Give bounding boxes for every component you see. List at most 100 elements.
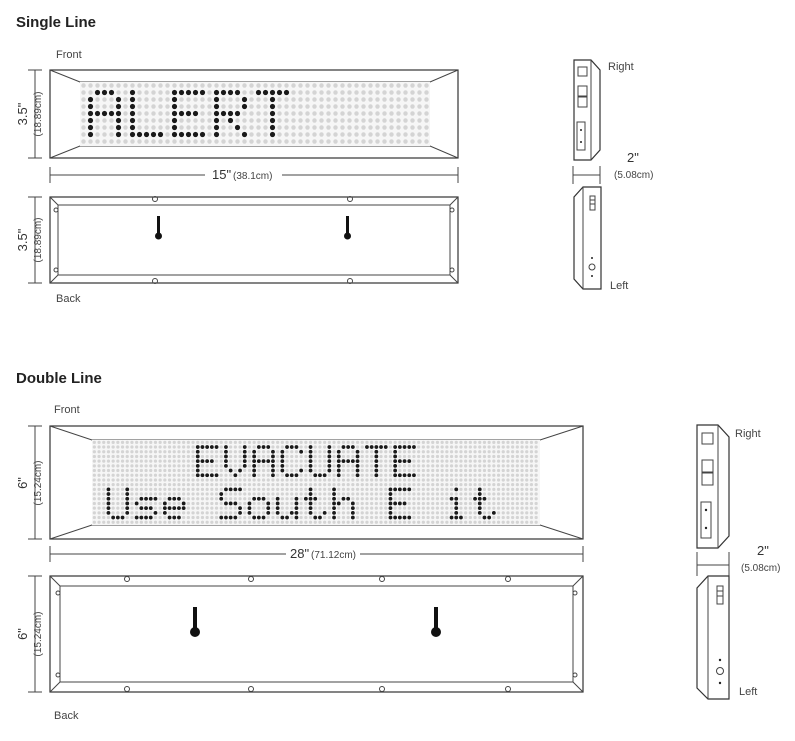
led-dot-off — [318, 520, 322, 524]
led-dot-off — [327, 520, 331, 524]
led-dot-off — [111, 478, 115, 482]
led-dot-off — [360, 511, 364, 515]
led-dot-off — [534, 511, 538, 515]
led-dot-off — [196, 497, 200, 501]
led-dot-off — [285, 450, 289, 454]
led-dot-off — [333, 83, 338, 88]
led-dot-off — [515, 487, 519, 491]
double-height-dimension-front: 6" (15.24cm) — [15, 425, 44, 540]
led-dot-off — [459, 468, 463, 473]
led-dot-off — [238, 515, 242, 520]
led-dot-lit — [322, 510, 327, 515]
led-dot-lit — [289, 473, 294, 478]
led-dot-off — [318, 506, 322, 510]
led-dot-lit — [106, 496, 111, 501]
led-dot-lit — [477, 487, 482, 492]
led-dot-off — [407, 478, 411, 482]
led-dot-off — [417, 511, 421, 515]
led-dot-lit — [397, 445, 402, 449]
led-dot-off — [111, 511, 115, 515]
led-dot-lit — [336, 449, 341, 454]
led-dot-off — [242, 111, 247, 116]
led-dot-off — [360, 515, 364, 520]
led-dot-lit — [369, 445, 374, 449]
led-dot-off — [238, 464, 242, 468]
led-dot-off — [410, 90, 415, 95]
led-dot-off — [407, 483, 411, 487]
led-dot-off — [214, 483, 219, 487]
led-dot-off — [440, 506, 444, 510]
led-dot-off — [459, 506, 463, 510]
led-dot-off — [449, 445, 454, 449]
led-dot-off — [261, 506, 266, 510]
led-dot-lit — [269, 117, 276, 124]
led-dot-off — [120, 501, 125, 506]
led-dot-off — [496, 501, 501, 506]
led-dot-off — [426, 492, 430, 496]
led-dot-off — [424, 111, 429, 116]
led-dot-off — [501, 501, 505, 506]
led-dot-off — [144, 468, 148, 473]
led-dot-lit — [167, 496, 172, 501]
led-dot-off — [417, 468, 421, 473]
led-dot-off — [496, 454, 501, 459]
led-dot-off — [177, 492, 181, 496]
led-dot-off — [445, 511, 449, 515]
led-dot-off — [304, 440, 308, 444]
led-dot-off — [389, 97, 394, 102]
led-dot-lit — [115, 103, 122, 110]
led-dot-off — [341, 515, 346, 520]
led-dot-off — [487, 492, 491, 496]
led-dot-off — [243, 468, 247, 473]
led-dot-off — [151, 118, 156, 123]
led-dot-off — [81, 118, 86, 123]
led-dot-off — [88, 90, 93, 95]
led-dot-off — [347, 104, 352, 109]
led-dot-off — [130, 506, 134, 510]
led-dot-off — [97, 511, 101, 515]
led-dot-off — [88, 83, 93, 88]
led-dot-off — [182, 454, 186, 459]
led-dot-off — [271, 497, 275, 501]
led-dot-off — [130, 483, 134, 487]
led-dot-lit — [148, 496, 153, 501]
led-dot-off — [445, 450, 449, 454]
led-dot-lit — [275, 496, 280, 501]
led-dot-lit — [285, 515, 289, 520]
led-dot-off — [257, 501, 261, 506]
led-dot-off — [468, 492, 472, 496]
led-dot-off — [421, 506, 425, 510]
led-dot-off — [135, 511, 139, 515]
led-dot-off — [224, 478, 228, 482]
led-dot-off — [393, 497, 397, 501]
led-dot-off — [365, 454, 369, 459]
led-dot-off — [210, 497, 214, 501]
led-dot-off — [482, 506, 487, 510]
led-dot-off — [332, 459, 336, 463]
led-dot-off — [238, 440, 242, 444]
led-dot-off — [271, 520, 275, 524]
led-dot-off — [492, 506, 496, 510]
double-width-dimension: 28" (71.12cm) — [49, 546, 584, 562]
led-dot-off — [379, 464, 383, 468]
led-dot-off — [305, 125, 310, 130]
led-dot-off — [421, 450, 425, 454]
led-dot-lit — [393, 515, 398, 520]
led-dot-off — [285, 454, 289, 459]
led-dot-off — [308, 515, 313, 520]
led-dot-off — [285, 468, 289, 473]
led-dot-off — [257, 483, 261, 487]
led-dot-off — [139, 459, 143, 463]
led-dot-off — [346, 454, 350, 459]
led-dot-off — [252, 487, 256, 491]
led-dot-off — [341, 454, 346, 459]
led-dot-lit — [308, 506, 313, 511]
led-dot-off — [337, 492, 341, 496]
led-dot-lit — [129, 124, 136, 131]
led-dot-off — [299, 473, 303, 477]
led-dot-off — [417, 445, 421, 449]
led-dot-off — [102, 454, 106, 459]
led-dot-off — [459, 501, 463, 506]
led-dot-off — [120, 520, 125, 524]
led-dot-lit — [242, 459, 247, 464]
